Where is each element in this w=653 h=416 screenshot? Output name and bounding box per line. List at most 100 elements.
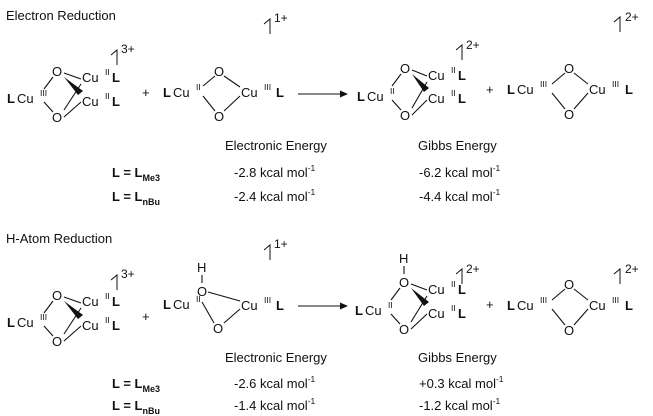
product-trinuclear-protonated: H L Cu II O O Cu II L Cu II L 2+ bbox=[355, 251, 480, 337]
oxidation-state: II bbox=[105, 91, 110, 101]
bond bbox=[391, 99, 402, 111]
copper-label: Cu bbox=[173, 297, 190, 312]
bond bbox=[223, 75, 241, 88]
ligand-label: L bbox=[112, 94, 120, 109]
plus-sign: + bbox=[142, 85, 150, 100]
bond bbox=[391, 73, 402, 87]
reactant-trinuclear: L Cu III O O Cu II L Cu II L 3+ bbox=[7, 267, 135, 349]
ligand-label: L bbox=[112, 70, 120, 85]
charge-label: 2+ bbox=[466, 38, 480, 52]
oxygen-label: O bbox=[399, 275, 409, 290]
ligand-label: L bbox=[163, 297, 171, 312]
gibbs-energy-value: -6.2 kcal mol-1 bbox=[419, 163, 501, 180]
oxidation-state: II bbox=[451, 88, 456, 98]
charge-bracket bbox=[263, 243, 271, 260]
bond bbox=[43, 76, 54, 90]
table-row: L = LnBu -2.4 kcal mol-1 -4.4 kcal mol-1 bbox=[112, 187, 501, 207]
oxidation-state: III bbox=[612, 79, 619, 89]
ligand-label: L bbox=[112, 318, 120, 333]
bond bbox=[551, 72, 566, 85]
charge-bracket bbox=[110, 273, 118, 290]
electronic-energy-value: -1.4 kcal mol-1 bbox=[234, 396, 316, 413]
bond bbox=[201, 301, 215, 324]
charge-label: 3+ bbox=[121, 42, 135, 56]
charge-label: 3+ bbox=[121, 267, 135, 281]
ligand-label: L bbox=[355, 303, 363, 318]
bond bbox=[551, 288, 566, 301]
wedge-bond bbox=[64, 77, 83, 95]
ligand-label: L bbox=[163, 85, 171, 100]
electronic-energy-value: -2.8 kcal mol-1 bbox=[234, 163, 316, 180]
ligand-label: L bbox=[625, 298, 633, 313]
bond bbox=[63, 307, 82, 335]
charge-bracket bbox=[613, 267, 621, 284]
oxygen-label: O bbox=[400, 108, 410, 123]
bond bbox=[43, 300, 54, 314]
header-electronic-energy: Electronic Energy bbox=[225, 350, 327, 365]
section-electron-reduction: Electron Reduction L Cu III O O Cu II L … bbox=[6, 8, 639, 207]
ligand-label: L bbox=[458, 306, 466, 321]
copper-label: Cu bbox=[517, 298, 534, 313]
ligand-label: L bbox=[507, 82, 515, 97]
ligand-label: L bbox=[7, 91, 15, 106]
wedge-bond bbox=[411, 288, 429, 306]
bond bbox=[573, 92, 589, 110]
charge-label: 1+ bbox=[274, 11, 288, 25]
copper-label: Cu bbox=[241, 85, 258, 100]
copper-label: Cu bbox=[428, 91, 445, 106]
charge-bracket bbox=[613, 15, 621, 32]
bond bbox=[573, 308, 589, 326]
copper-label: Cu bbox=[589, 298, 606, 313]
oxidation-state: III bbox=[612, 295, 619, 305]
oxygen-label: O bbox=[52, 110, 62, 125]
bond bbox=[223, 95, 241, 112]
bond bbox=[573, 288, 589, 301]
charge-bracket bbox=[110, 48, 118, 65]
reactant-dinuclear: L Cu II O O Cu III L 1+ bbox=[163, 11, 288, 124]
electronic-energy-value: -2.4 kcal mol-1 bbox=[234, 187, 316, 204]
oxidation-state: II bbox=[451, 303, 456, 313]
table-row: L = LMe3 -2.6 kcal mol-1 +0.3 kcal mol-1 bbox=[112, 374, 504, 394]
oxidation-state: II bbox=[196, 294, 201, 304]
plus-sign: + bbox=[486, 82, 494, 97]
ligand-label: L bbox=[112, 294, 120, 309]
copper-label: Cu bbox=[173, 85, 190, 100]
oxidation-state: II bbox=[105, 291, 110, 301]
copper-label: Cu bbox=[82, 94, 99, 109]
product-dinuclear: L Cu III O O Cu III L 2+ bbox=[507, 10, 639, 122]
ligand-definition: L = LMe3 bbox=[112, 165, 160, 183]
oxygen-label: O bbox=[197, 284, 207, 299]
plus-sign: + bbox=[486, 297, 494, 312]
copper-label: Cu bbox=[589, 82, 606, 97]
copper-label: Cu bbox=[428, 282, 445, 297]
oxidation-state: III bbox=[540, 295, 547, 305]
oxygen-label: O bbox=[52, 64, 62, 79]
ligand-label: L bbox=[458, 282, 466, 297]
charge-label: 1+ bbox=[274, 237, 288, 251]
gibbs-energy-value: +0.3 kcal mol-1 bbox=[419, 374, 504, 391]
bond bbox=[63, 83, 82, 111]
bond bbox=[63, 325, 82, 342]
reaction-arrow bbox=[298, 302, 348, 310]
bond bbox=[410, 295, 428, 323]
electronic-energy-value: -2.6 kcal mol-1 bbox=[234, 374, 316, 391]
charge-bracket bbox=[455, 267, 463, 284]
oxidation-state: II bbox=[390, 86, 395, 96]
bond bbox=[390, 313, 401, 325]
bond bbox=[411, 99, 428, 116]
ligand-label: L bbox=[276, 298, 284, 313]
copper-label: Cu bbox=[82, 294, 99, 309]
bond bbox=[573, 72, 589, 85]
bond bbox=[202, 95, 216, 112]
plus-sign: + bbox=[142, 309, 150, 324]
hydrogen-label: H bbox=[399, 251, 408, 266]
ligand-label: L bbox=[7, 315, 15, 330]
copper-label: Cu bbox=[17, 91, 34, 106]
bond bbox=[63, 296, 82, 304]
bond bbox=[223, 308, 241, 324]
copper-label: Cu bbox=[241, 298, 258, 313]
copper-label: Cu bbox=[428, 306, 445, 321]
ligand-label: L bbox=[458, 68, 466, 83]
copper-label: Cu bbox=[82, 318, 99, 333]
